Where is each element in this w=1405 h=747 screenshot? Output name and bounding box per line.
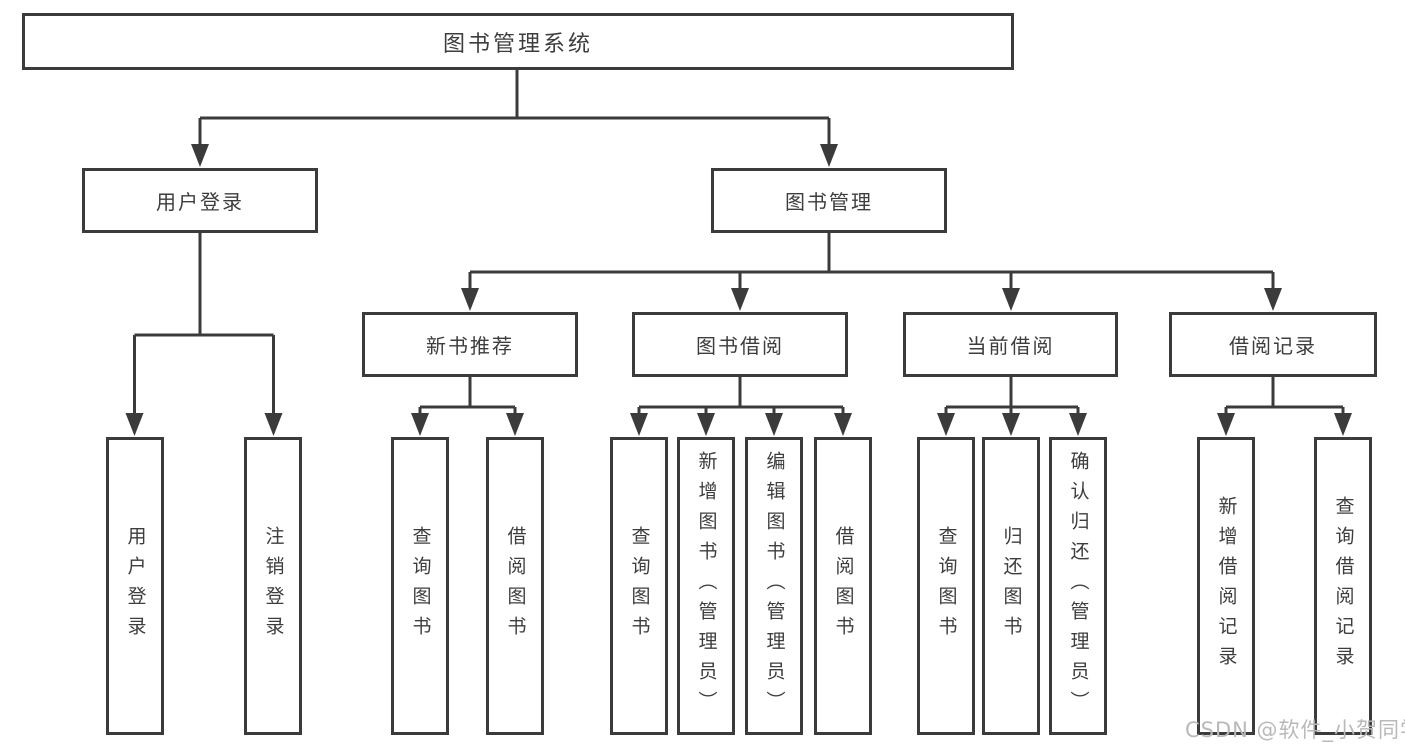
leaf-label: 新增借阅记录 xyxy=(1215,496,1238,676)
leaf-label: 借阅图书 xyxy=(504,526,527,646)
leaf-label: 查询借阅记录 xyxy=(1332,496,1355,676)
leaf-label: 归还图书 xyxy=(1000,526,1023,646)
leaf-borrow-books-2: 借阅图书 xyxy=(814,437,872,735)
leaf-user-login: 用户登录 xyxy=(106,437,164,735)
leaf-label: 用户登录 xyxy=(124,526,147,646)
leaf-query-borrow-record: 查询借阅记录 xyxy=(1314,437,1372,735)
leaf-add-books-admin: 新增图书（管理员） xyxy=(677,437,735,735)
node-borrowing-records: 借阅记录 xyxy=(1169,312,1377,377)
leaf-confirm-return-admin: 确认归还（管理员） xyxy=(1049,437,1107,735)
node-library-management-system: 图书管理系统 xyxy=(22,13,1014,70)
node-current-borrowing: 当前借阅 xyxy=(903,312,1118,377)
leaf-label: 查询图书 xyxy=(935,526,958,646)
leaf-label: 借阅图书 xyxy=(832,526,855,646)
leaf-query-books-1: 查询图书 xyxy=(391,437,449,735)
node-user-login: 用户登录 xyxy=(82,168,318,233)
leaf-label: 注销登录 xyxy=(262,526,285,646)
csdn-watermark: CSDN @软件_小贺同学 xyxy=(1185,718,1405,742)
leaf-add-borrow-record: 新增借阅记录 xyxy=(1197,437,1255,735)
leaf-label: 确认归还（管理员） xyxy=(1067,451,1090,721)
leaf-label: 查询图书 xyxy=(628,526,651,646)
leaf-edit-books-admin: 编辑图书（管理员） xyxy=(745,437,803,735)
node-new-book-recommendation: 新书推荐 xyxy=(362,312,578,377)
node-book-borrowing: 图书借阅 xyxy=(632,312,848,377)
leaf-logout: 注销登录 xyxy=(244,437,302,735)
leaf-borrow-books-1: 借阅图书 xyxy=(486,437,544,735)
leaf-label: 新增图书（管理员） xyxy=(695,451,718,721)
leaf-return-books: 归还图书 xyxy=(982,437,1040,735)
node-book-management: 图书管理 xyxy=(711,168,947,233)
leaf-label: 查询图书 xyxy=(409,526,432,646)
leaf-query-books-3: 查询图书 xyxy=(917,437,975,735)
leaf-label: 编辑图书（管理员） xyxy=(763,451,786,721)
leaf-query-books-2: 查询图书 xyxy=(610,437,668,735)
